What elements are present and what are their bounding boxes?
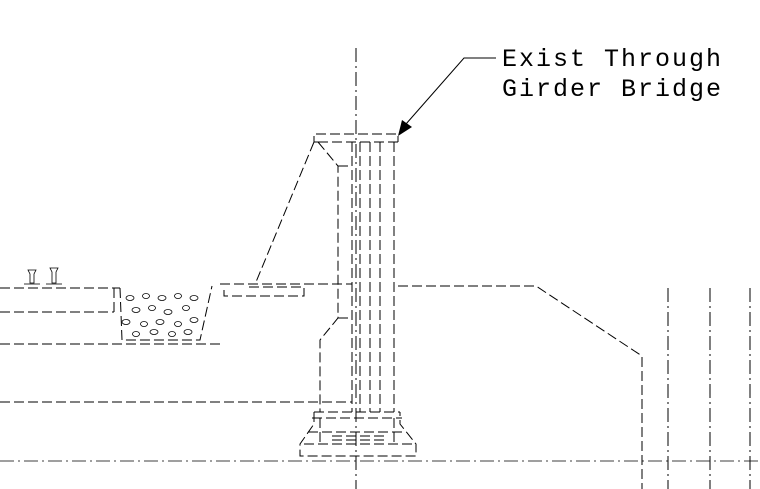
- rails: [24, 267, 62, 285]
- footing: [299, 411, 417, 457]
- girder-column: [351, 142, 395, 412]
- girder-cap: [313, 133, 399, 143]
- embankment-profile: [398, 285, 643, 489]
- callout-leader: [398, 57, 496, 136]
- slope-line: [255, 141, 315, 283]
- callout-label-line-2: Girder Bridge: [502, 75, 723, 104]
- track-bed: [0, 287, 120, 313]
- callout-label-line-1: Exist Through: [502, 45, 723, 74]
- bearing-plate: [220, 283, 352, 297]
- ballast: [119, 285, 213, 341]
- girder-bracket: [317, 141, 352, 412]
